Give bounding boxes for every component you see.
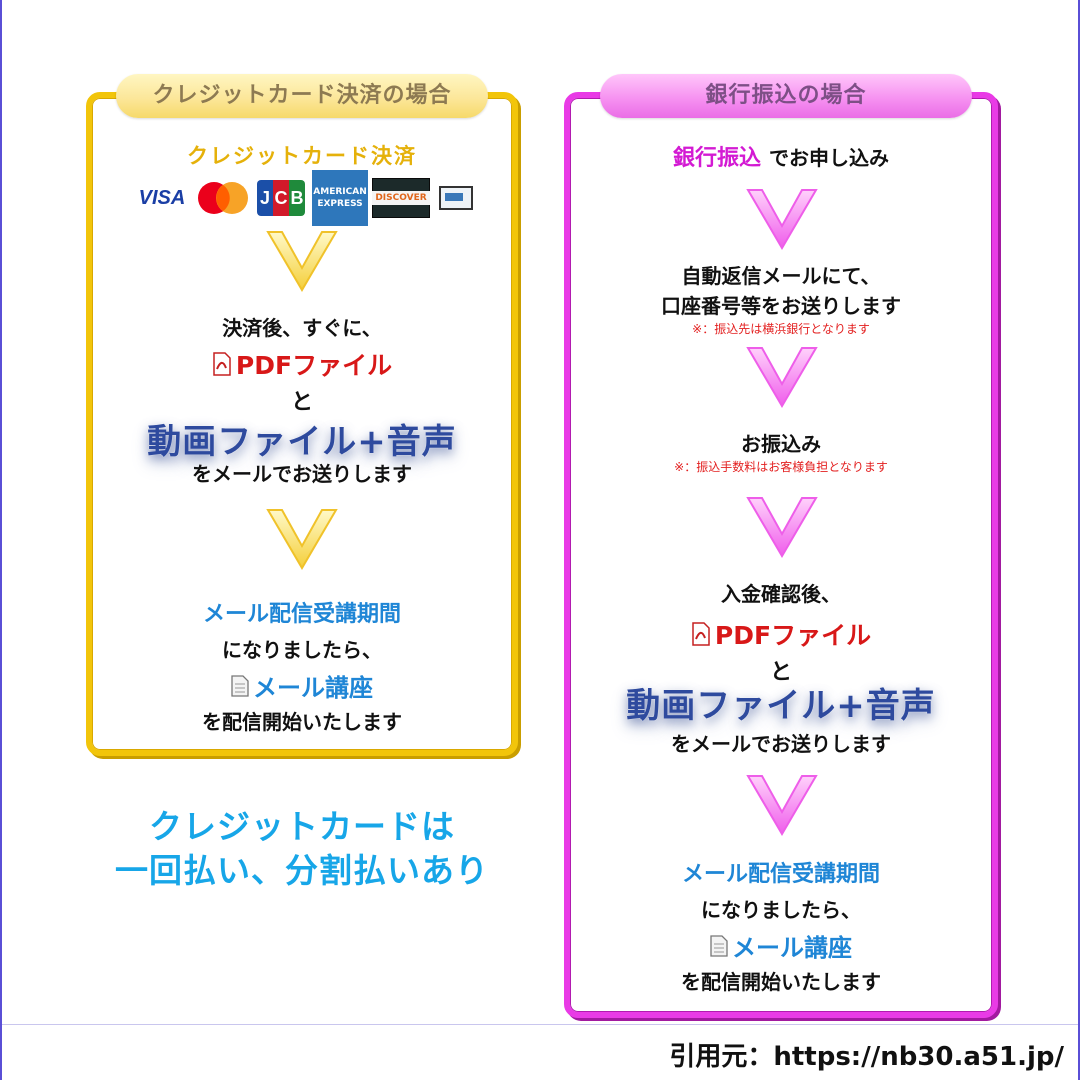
bank-destination-note: ※：振込先は横浜銀行となります bbox=[692, 322, 870, 336]
credit-mail-course: メール講座 bbox=[253, 674, 373, 702]
credit-pdf-label: PDFファイル bbox=[235, 351, 393, 380]
bottom-divider bbox=[2, 1024, 1078, 1025]
document-icon bbox=[231, 675, 249, 703]
bank-start-delivery: を配信開始いたします bbox=[681, 970, 881, 994]
credit-send-by-mail: をメールでお送りします bbox=[192, 462, 412, 486]
bank-auto-reply-line2: 口座番号等をお送りします bbox=[661, 294, 901, 318]
credit-note-line1: クレジットカードは bbox=[149, 807, 455, 846]
chevron-down-icon bbox=[746, 775, 818, 836]
credit-step-course: メール配信受講期間 になりましたら、 メール講座 を配信開始いたします bbox=[92, 596, 512, 746]
chevron-down-icon bbox=[746, 189, 818, 250]
other-card-logo bbox=[438, 172, 474, 224]
credit-course-period: メール配信受講期間 bbox=[202, 602, 401, 627]
bank-when: になりましたら、 bbox=[701, 898, 861, 922]
jcb-badge: J C B bbox=[257, 180, 305, 216]
bank-step-auto-reply: 自動返信メールにて、 口座番号等をお送りします ※：振込先は横浜銀行となります bbox=[570, 260, 992, 340]
bank-and: と bbox=[769, 660, 792, 685]
credit-movie-audio: 動画ファイル+音声 bbox=[147, 422, 457, 462]
credit-when: になりましたら、 bbox=[222, 638, 382, 662]
bank-step-course: メール配信受講期間 になりましたら、 メール講座 を配信開始いたします bbox=[570, 856, 992, 1006]
visa-logo-text: VISA bbox=[138, 186, 186, 209]
bank-step-transfer: お振込み ※：振込手数料はお客様負担となります bbox=[570, 428, 992, 478]
mastercard-icon bbox=[198, 182, 248, 214]
bank-transfer-tab-title: 銀行振込の場合 bbox=[600, 74, 972, 118]
bank-transfer-label: お振込み bbox=[741, 432, 821, 456]
mastercard-logo bbox=[194, 172, 252, 224]
amex-logo: AMERICAN EXPRESS bbox=[312, 170, 368, 226]
credit-after-payment: 決済後、すぐに、 bbox=[222, 316, 382, 340]
credit-card-tab-title: クレジットカード決済の場合 bbox=[116, 74, 488, 118]
credit-pdf-line: PDFファイル bbox=[92, 346, 512, 382]
chevron-down-icon bbox=[266, 509, 338, 570]
pdf-icon bbox=[212, 352, 232, 382]
bank-movie-audio: 動画ファイル+音声 bbox=[626, 686, 936, 726]
bank-step-delivery: 入金確認後、 PDFファイル と 動画ファイル+音声 をメールでお送りします bbox=[570, 578, 992, 758]
credit-mail-course-line: メール講座 bbox=[92, 668, 512, 703]
credit-installment-note: クレジットカードは 一回払い、分割払いあり bbox=[86, 800, 518, 900]
credit-note-line2: 一回払い、分割払いあり bbox=[115, 851, 489, 890]
bank-apply-block: 銀行振込でお申し込み bbox=[570, 140, 992, 172]
bank-fee-note: ※：振込手数料はお客様負担となります bbox=[674, 460, 888, 474]
jcb-logo: J C B bbox=[256, 172, 306, 224]
pdf-icon bbox=[691, 622, 711, 652]
bank-apply-line: 銀行振込でお申し込み bbox=[570, 140, 992, 172]
document-icon bbox=[710, 935, 728, 963]
bank-after-confirm: 入金確認後、 bbox=[721, 582, 841, 606]
bank-pdf-label: PDFファイル bbox=[714, 621, 872, 650]
bank-pdf-line: PDFファイル bbox=[570, 616, 992, 652]
card-icon bbox=[439, 186, 473, 210]
bank-mail-course-line: メール講座 bbox=[570, 928, 992, 963]
discover-logo: DISCOVER bbox=[372, 172, 430, 224]
chevron-down-icon bbox=[266, 231, 338, 292]
bank-apply-rest: でお申し込み bbox=[769, 146, 889, 170]
bank-auto-reply-line1: 自動返信メールにて、 bbox=[681, 264, 881, 288]
credit-step-delivery: 決済後、すぐに、 PDFファイル と 動画ファイル+音声 をメールでお送りします bbox=[92, 312, 512, 492]
credit-start-delivery: を配信開始いたします bbox=[202, 710, 402, 734]
credit-card-heading: クレジットカード決済 bbox=[187, 144, 417, 168]
source-citation: 引用元：https://nb30.a51.jp/ bbox=[669, 1042, 1064, 1072]
bank-course-period: メール配信受講期間 bbox=[681, 862, 880, 887]
bank-mail-course: メール講座 bbox=[732, 934, 852, 962]
bank-apply-highlight: 銀行振込 bbox=[672, 146, 761, 171]
credit-and: と bbox=[290, 390, 313, 415]
bank-send-by-mail: をメールでお送りします bbox=[671, 732, 891, 756]
chevron-down-icon bbox=[746, 347, 818, 408]
amex-badge: AMERICAN EXPRESS bbox=[312, 170, 368, 226]
discover-badge: DISCOVER bbox=[372, 178, 430, 218]
discover-text: DISCOVER bbox=[372, 191, 430, 205]
chevron-down-icon bbox=[746, 497, 818, 558]
visa-logo: VISA bbox=[132, 172, 192, 224]
card-brand-logos: VISA J C B AMERICAN EXPRESS DISCOVER bbox=[132, 170, 482, 228]
